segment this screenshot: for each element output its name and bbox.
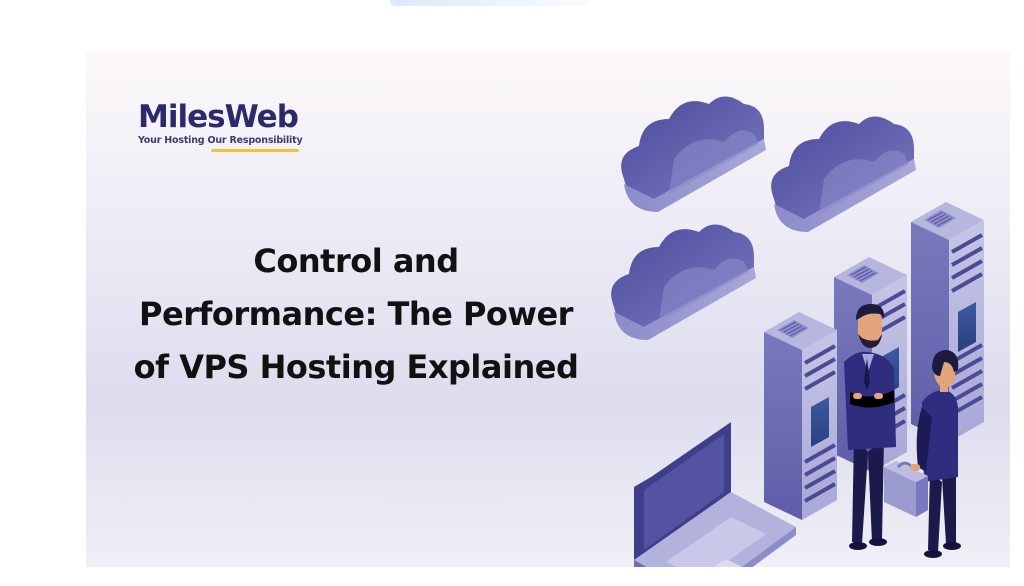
title-line-2: Performance: The Power xyxy=(139,295,573,333)
cloud-icon xyxy=(771,116,916,232)
cloud-icon xyxy=(621,96,766,212)
businessman-icon xyxy=(916,350,961,558)
vps-hosting-illustration xyxy=(611,96,984,567)
title-line-3: of VPS Hosting Explained xyxy=(133,348,579,386)
milesweb-logo[interactable]: MilesWeb Your Hosting Our Responsibility xyxy=(138,99,303,152)
top-edge-artifact xyxy=(390,0,590,6)
server-rack-icon xyxy=(764,312,837,520)
laptop-icon xyxy=(634,422,796,567)
page-title: Control and Performance: The Power of VP… xyxy=(86,235,626,394)
businessman-icon xyxy=(844,304,896,550)
hero-banner: MilesWeb Your Hosting Our Responsibility… xyxy=(86,52,1010,567)
logo-wordmark: MilesWeb xyxy=(138,99,299,135)
title-line-1: Control and xyxy=(253,242,459,280)
cloud-icon xyxy=(611,224,756,340)
briefcase-icon xyxy=(884,461,928,517)
logo-underline xyxy=(211,149,299,152)
logo-tagline: Your Hosting Our Responsibility xyxy=(138,135,303,146)
